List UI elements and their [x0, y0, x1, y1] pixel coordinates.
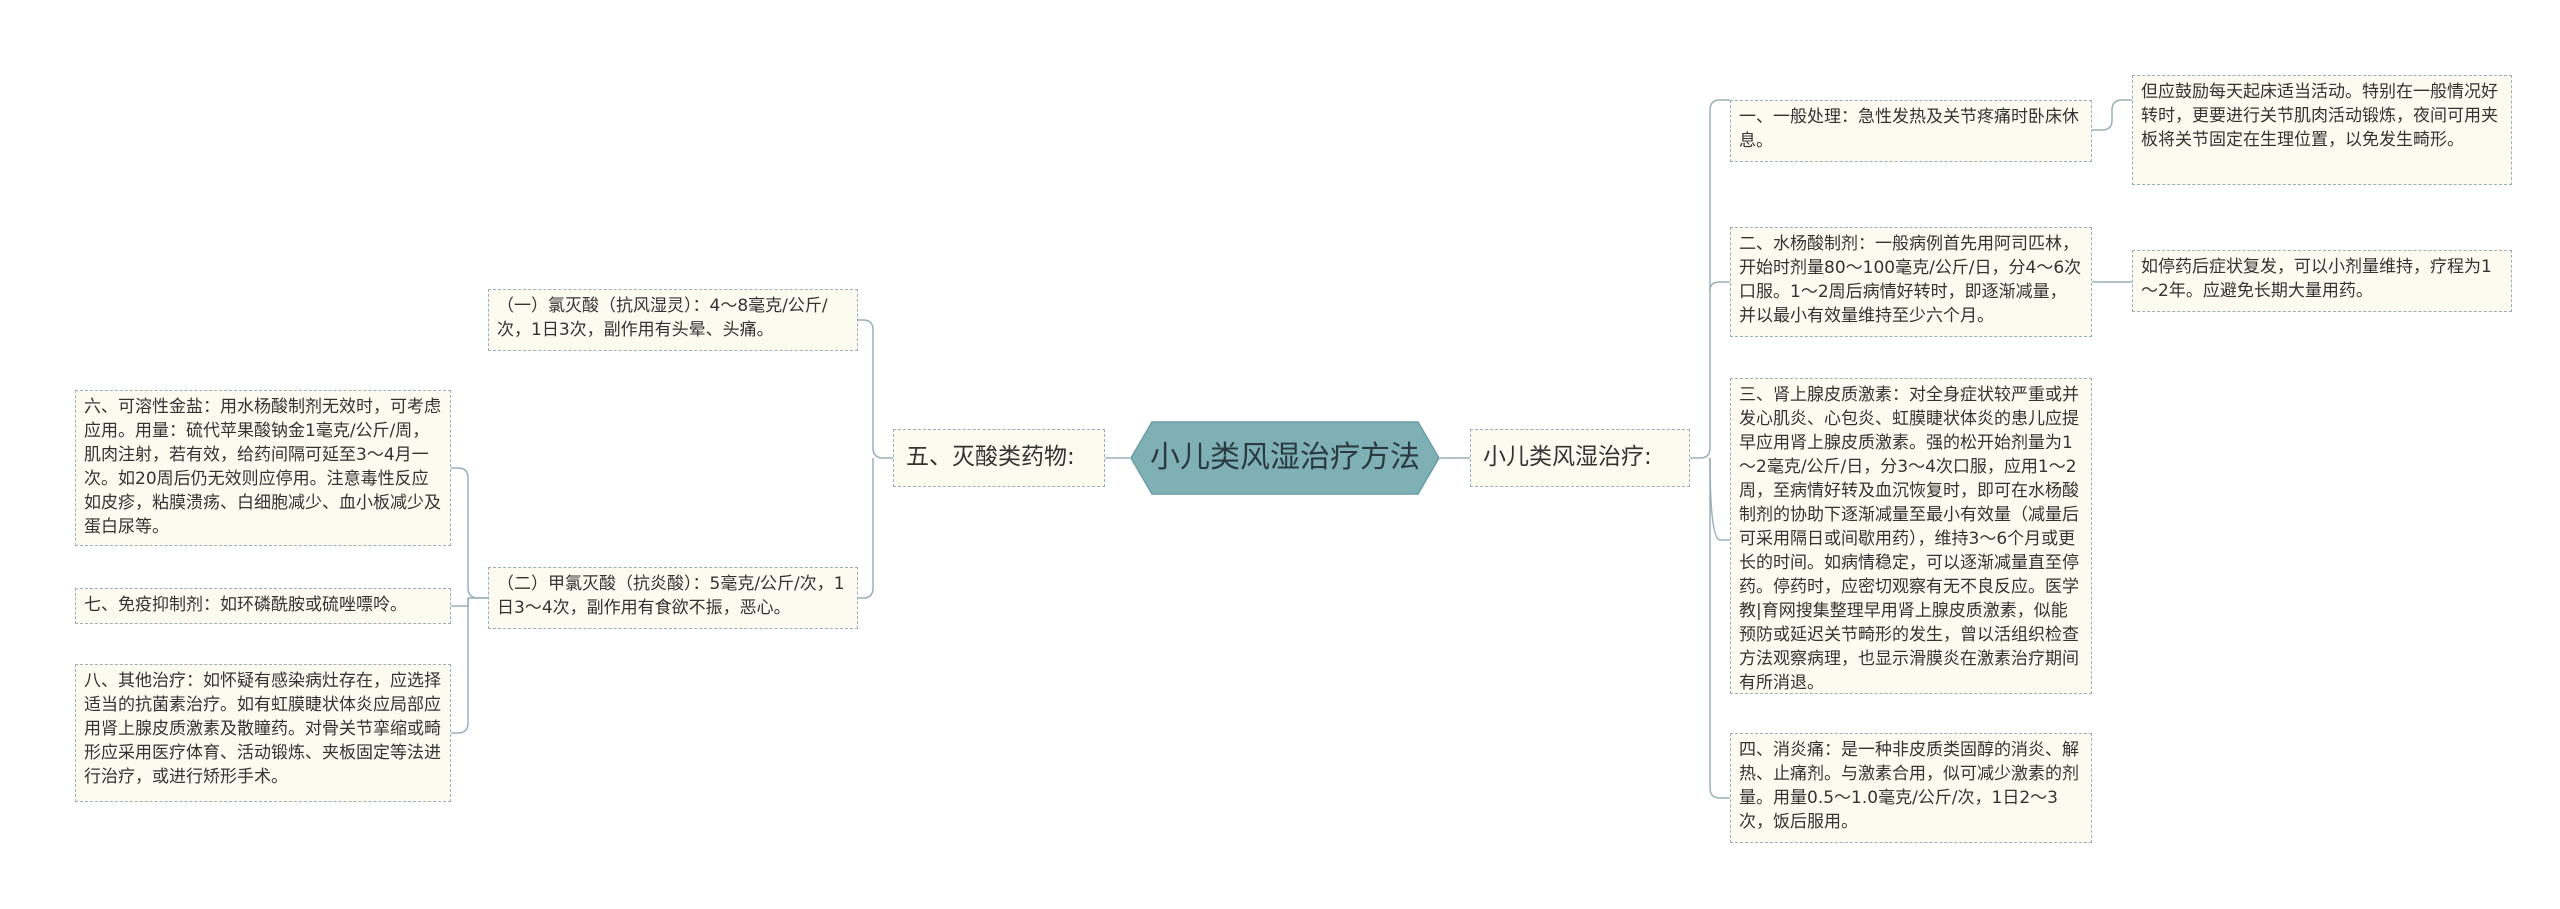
right-child-4: 四、消炎痛：是一种非皮质类固醇的消炎、解热、止痛剂。与激素合用，似可减少激素的剂…	[1730, 733, 2092, 843]
right-child-4-text: 四、消炎痛：是一种非皮质类固醇的消炎、解热、止痛剂。与激素合用，似可减少激素的剂…	[1739, 740, 2079, 832]
left-child-2-text: （二）甲氯灭酸（抗炎酸）：5毫克/公斤/次，1日3～4次，副作用有食欲不振，恶心…	[497, 574, 845, 618]
left-extra-6: 六、可溶性金盐：用水杨酸制剂无效时，可考虑应用。用量：硫代苹果酸钠金1毫克/公斤…	[75, 390, 451, 546]
link-right-2	[1709, 281, 1730, 291]
link-extra-6	[451, 467, 488, 599]
left-child-1-text: （一）氯灭酸（抗风湿灵）：4～8毫克/公斤/次，1日3次，副作用有头晕、头痛。	[497, 296, 828, 340]
right-child-2-text: 二、水杨酸制剂：一般病例首先用阿司匹林，开始时剂量80～100毫克/公斤/日，分…	[1739, 234, 2082, 326]
left-branch-node: 五、灭酸类药物:	[893, 429, 1105, 487]
left-extra-8-text: 八、其他治疗：如怀疑有感染病灶存在，应选择适当的抗菌素治疗。如有虹膜睫状体炎应局…	[84, 671, 441, 787]
right-child-2: 二、水杨酸制剂：一般病例首先用阿司匹林，开始时剂量80～100毫克/公斤/日，分…	[1730, 227, 2092, 337]
left-extra-6-text: 六、可溶性金盐：用水杨酸制剂无效时，可考虑应用。用量：硫代苹果酸钠金1毫克/公斤…	[84, 397, 441, 537]
right-child-1-text: 一、一般处理：急性发热及关节疼痛时卧床休息。	[1739, 107, 2079, 151]
link-left-1	[858, 319, 893, 459]
right-child-3-text: 三、肾上腺皮质激素：对全身症状较严重或并发心肌炎、心包炎、虹膜睫状体炎的患儿应提…	[1739, 385, 2079, 693]
link-detail-1	[2092, 99, 2132, 131]
left-extra-7-text: 七、免疫抑制剂：如环磷酰胺或硫唑嘌呤。	[84, 595, 407, 615]
link-extra-8	[451, 598, 469, 734]
left-extra-8: 八、其他治疗：如怀疑有感染病灶存在，应选择适当的抗菌素治疗。如有虹膜睫状体炎应局…	[75, 664, 451, 802]
root-node: 小儿类风湿治疗方法	[1130, 421, 1440, 495]
right-branch-node: 小儿类风湿治疗:	[1470, 429, 1690, 487]
link-right-3	[1709, 457, 1730, 541]
right-child-1-detail: 但应鼓励每天起床适当活动。特别在一般情况好转时，更要进行关节肌肉活动锻炼，夜间可…	[2132, 75, 2512, 185]
root-label: 小儿类风湿治疗方法	[1150, 440, 1420, 475]
left-child-2: （二）甲氯灭酸（抗炎酸）：5毫克/公斤/次，1日3～4次，副作用有食欲不振，恶心…	[488, 567, 858, 629]
right-branch-label: 小儿类风湿治疗:	[1483, 444, 1652, 470]
link-extra-7	[451, 597, 488, 607]
link-right-1	[1690, 99, 1730, 459]
left-branch-label: 五、灭酸类药物:	[906, 444, 1075, 470]
left-child-1: （一）氯灭酸（抗风湿灵）：4～8毫克/公斤/次，1日3次，副作用有头晕、头痛。	[488, 289, 858, 351]
right-child-2-detail-text: 如停药后症状复发，可以小剂量维持，疗程为1～2年。应避免长期大量用药。	[2141, 257, 2492, 301]
link-left-2	[858, 458, 874, 599]
right-child-3: 三、肾上腺皮质激素：对全身症状较严重或并发心肌炎、心包炎、虹膜睫状体炎的患儿应提…	[1730, 378, 2092, 694]
right-child-1-detail-text: 但应鼓励每天起床适当活动。特别在一般情况好转时，更要进行关节肌肉活动锻炼，夜间可…	[2141, 82, 2498, 150]
right-child-1: 一、一般处理：急性发热及关节疼痛时卧床休息。	[1730, 100, 2092, 162]
root-hexagon	[1130, 421, 1440, 495]
left-extra-7: 七、免疫抑制剂：如环磷酰胺或硫唑嘌呤。	[75, 588, 451, 624]
link-right-4	[1709, 458, 1730, 799]
right-child-2-detail: 如停药后症状复发，可以小剂量维持，疗程为1～2年。应避免长期大量用药。	[2132, 250, 2512, 312]
